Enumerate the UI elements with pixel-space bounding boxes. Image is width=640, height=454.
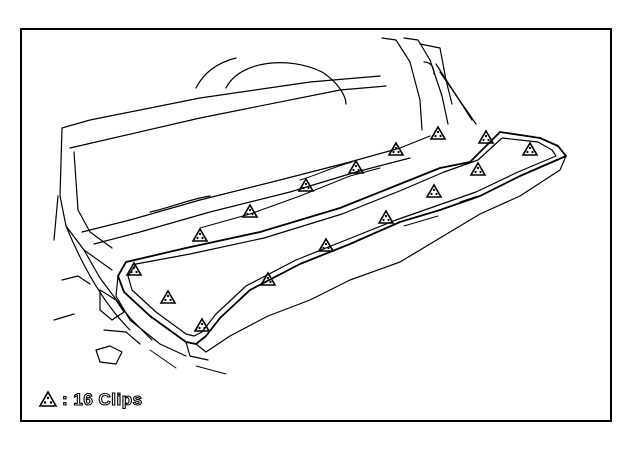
clip-marker [430, 126, 446, 140]
clip-marker [426, 184, 442, 198]
vehicle-body-lines [53, 37, 477, 365]
illustration-frame [20, 28, 612, 422]
clip-marker [160, 290, 176, 304]
clip-marker [522, 142, 538, 156]
legend-text: : 16 Clips [61, 389, 143, 409]
clip-marker [388, 142, 404, 156]
clip-marker [470, 162, 486, 176]
clip-triangle-icon [38, 390, 58, 407]
clip-marker [318, 238, 334, 252]
clip-legend: : 16 Clips [36, 386, 143, 414]
clip-marker [192, 228, 208, 242]
tailgate-panel [115, 131, 567, 375]
clip-marker [378, 210, 394, 224]
clip-marker [126, 262, 142, 276]
